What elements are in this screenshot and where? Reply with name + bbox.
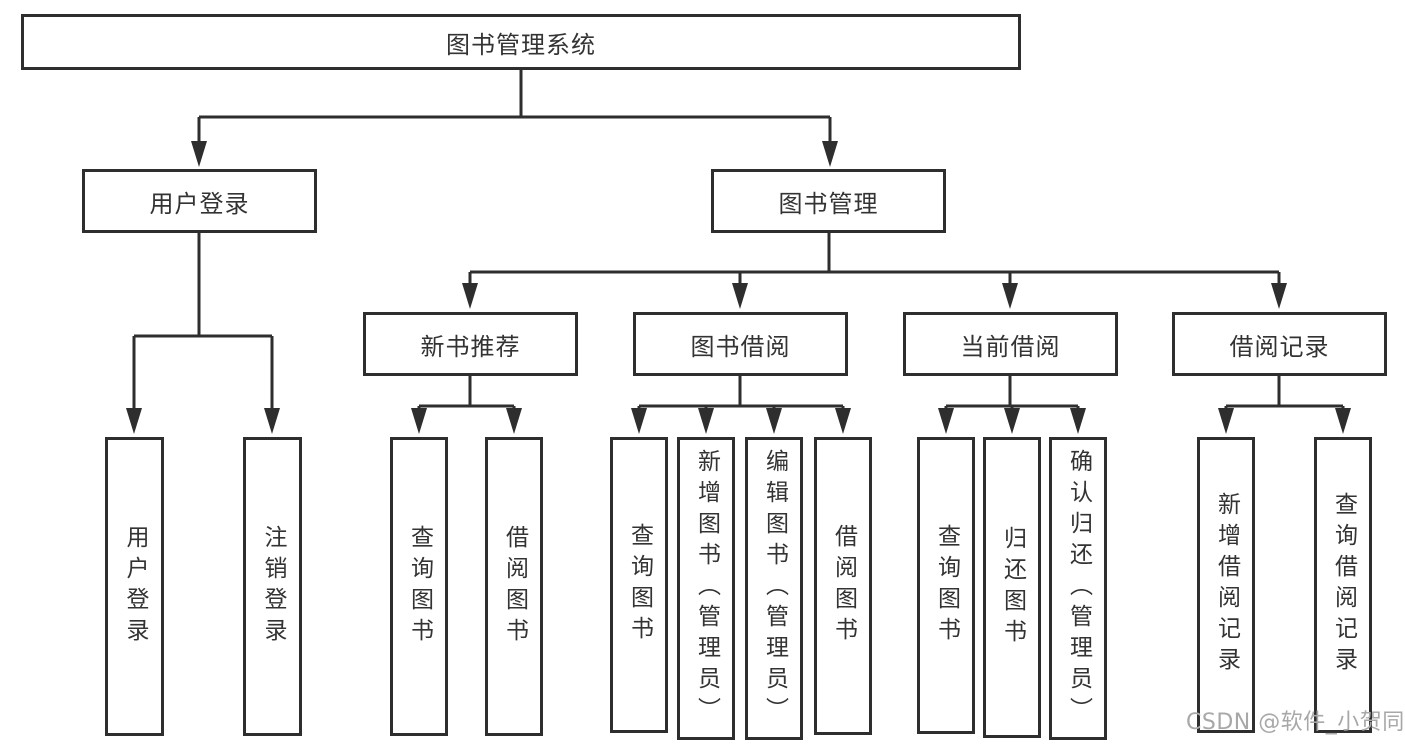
- watermark-text: CSDN @软件_小贺同学: [1186, 710, 1405, 735]
- node-current-borrowing: 当前借阅: [903, 312, 1118, 376]
- node-root-library-system: 图书管理系统: [21, 14, 1021, 70]
- node-borrow-books-recommend: 借阅图书: [485, 437, 543, 736]
- node-add-book-admin: 新增图书（管理员）: [677, 437, 735, 740]
- node-user-login-action: 用户登录: [105, 437, 164, 736]
- arrowheads: [126, 141, 1351, 434]
- node-query-books-recommend: 查询图书: [390, 437, 448, 736]
- node-edit-book-admin: 编辑图书（管理员）: [745, 437, 803, 740]
- node-logout-action: 注销登录: [243, 437, 302, 736]
- node-book-borrowing: 图书借阅: [633, 312, 848, 376]
- node-query-books-borrowing: 查询图书: [610, 437, 668, 733]
- node-return-books: 归还图书: [983, 437, 1041, 738]
- node-query-borrow-record: 查询借阅记录: [1314, 437, 1372, 733]
- node-query-books-current: 查询图书: [917, 437, 975, 734]
- node-user-login: 用户登录: [82, 169, 317, 233]
- node-confirm-return-admin: 确认归还（管理员）: [1049, 437, 1107, 740]
- node-borrowing-records: 借阅记录: [1172, 312, 1387, 376]
- node-add-borrow-record: 新增借阅记录: [1197, 437, 1255, 733]
- node-new-book-recommendation: 新书推荐: [363, 312, 578, 376]
- node-book-management: 图书管理: [711, 169, 946, 233]
- node-borrow-books-borrowing: 借阅图书: [814, 437, 872, 735]
